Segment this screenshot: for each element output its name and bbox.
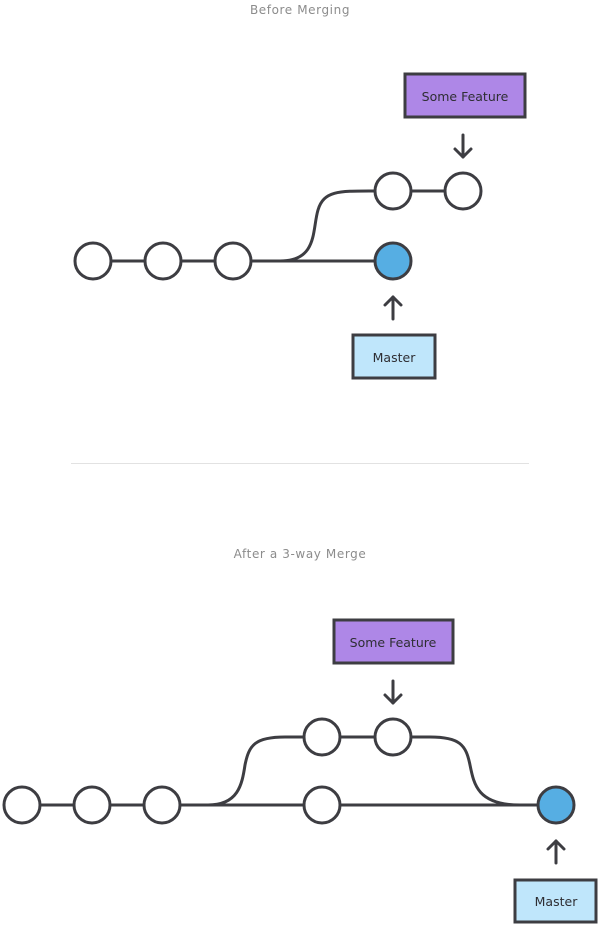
master-text: Master	[373, 350, 417, 365]
before-merging-caption: Before Merging	[249, 3, 351, 17]
section-divider	[71, 463, 529, 464]
feature-head-commit	[443, 171, 483, 211]
master-label: Master	[351, 333, 437, 380]
arrow-icon	[383, 679, 403, 705]
commit-node	[73, 241, 113, 281]
master-head-commit	[373, 241, 413, 281]
feature-commit-node	[373, 171, 413, 211]
some-feature-text: Some Feature	[350, 635, 437, 650]
arrow-icon	[546, 839, 566, 865]
feature-commit-node	[302, 717, 342, 757]
commit-node	[302, 785, 342, 825]
after-merge-diagram: Some Feature Master	[2, 618, 598, 924]
commit-node	[143, 241, 183, 281]
after-merge-caption: After a 3-way Merge	[233, 547, 367, 561]
before-merging-diagram: Some Feature Master	[73, 72, 527, 380]
commit-node	[213, 241, 253, 281]
commit-node	[142, 785, 182, 825]
merge-commit	[536, 785, 576, 825]
arrow-icon	[383, 295, 403, 321]
feature-branch-line	[279, 189, 446, 263]
master-label: Master	[513, 878, 598, 924]
commit-node	[2, 785, 42, 825]
some-feature-text: Some Feature	[422, 89, 509, 104]
some-feature-label: Some Feature	[403, 72, 527, 119]
some-feature-label: Some Feature	[332, 618, 455, 665]
master-text: Master	[535, 894, 579, 909]
feature-head-commit	[373, 717, 413, 757]
arrow-icon	[453, 133, 473, 159]
feature-branch-line	[207, 735, 521, 807]
commit-node	[72, 785, 112, 825]
